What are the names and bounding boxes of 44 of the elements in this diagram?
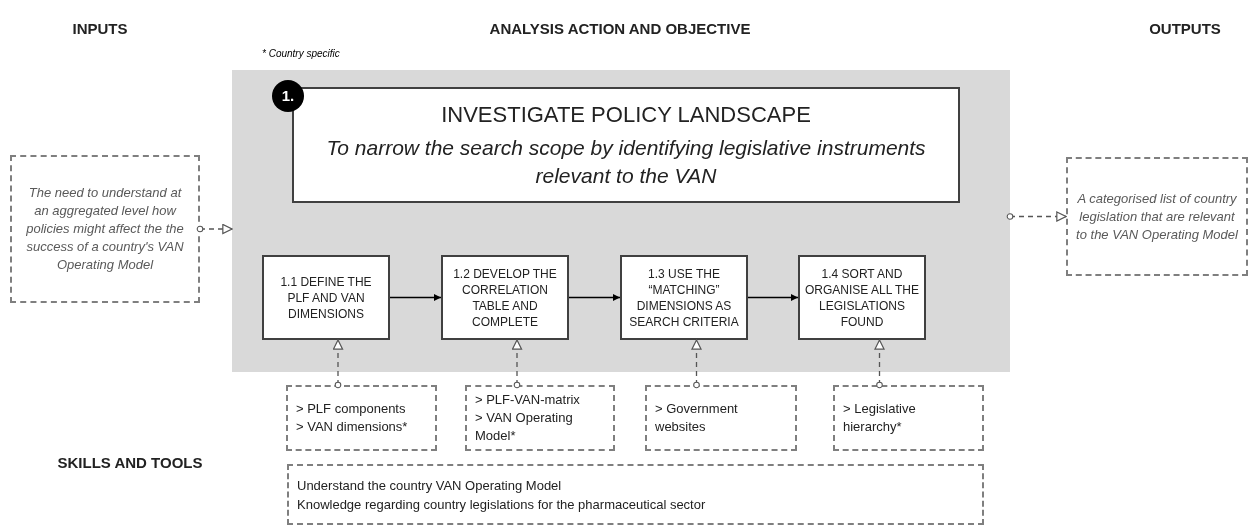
arrow: [511, 339, 523, 389]
step-number: 1.: [281, 85, 295, 106]
dashed-text-box: [287, 464, 984, 525]
box-text: Understand the country VAN Operating Model: [297, 476, 563, 495]
box-text: > Legislative hierarchy*: [843, 400, 917, 436]
arrow: [1006, 211, 1067, 222]
box-text: > PLF components: [296, 400, 407, 418]
dashed-text-box: [465, 385, 615, 451]
arrow: [691, 339, 702, 389]
dashed-text-box: [286, 385, 437, 451]
box-text: A categorised list of country legislation that are relevant to the VAN Operating Model: [1076, 189, 1238, 244]
dashed-text-box: [645, 385, 797, 451]
arrow: [747, 294, 799, 301]
panel-background: [232, 70, 1010, 372]
box-text: > VAN dimensions*: [296, 418, 409, 436]
arrow: [332, 339, 344, 389]
arrow: [196, 223, 233, 235]
box-text: 1.1 DEFINE THE PLF AND VAN DIMENSIONS: [279, 273, 373, 322]
objective-box: [292, 87, 960, 203]
box-text: 1.2 DEVELOP THE CORRELATION TABLE AND COMPLETE: [452, 265, 558, 330]
dashed-text-box: [833, 385, 984, 451]
box-text: 1.4 SORT AND ORGANISE ALL THE LEGISLATIONS FOUND: [804, 265, 920, 330]
box-text: > PLF-VAN-matrix: [475, 391, 581, 409]
dashed-text-box: [10, 155, 200, 303]
box-text: > Government websites: [655, 400, 739, 436]
box-text: Knowledge regarding country legislations for the pharmaceutical sector: [297, 495, 707, 514]
box-text: > VAN Operating Model*: [475, 409, 574, 445]
box-subtitle: To narrow the search scope by identifying legislative instruments relevant to the VAN: [325, 135, 927, 189]
box-text: The need to understand at an aggregated level how policies might affect the the success of a country's VAN Operating Model: [25, 184, 185, 274]
arrow: [568, 294, 621, 301]
process-box: [798, 255, 926, 340]
process-box: [620, 255, 748, 340]
box-text: 1.3 USE THE “MATCHING” DIMENSIONS AS SEARCH CRITERIA: [628, 265, 740, 330]
arrow: [874, 339, 885, 389]
process-box: [262, 255, 390, 340]
section-heading: INPUTS: [71, 19, 129, 39]
section-heading: SKILLS AND TOOLS: [56, 453, 204, 473]
arrow: [389, 294, 442, 301]
box-title: INVESTIGATE POLICY LANDSCAPE: [441, 101, 811, 129]
footnote: * Country specific: [262, 47, 341, 61]
dashed-text-box: [1066, 157, 1248, 276]
process-box: [441, 255, 569, 340]
section-heading: ANALYSIS ACTION AND OBJECTIVE: [488, 19, 752, 39]
section-heading: OUTPUTS: [1148, 19, 1222, 39]
